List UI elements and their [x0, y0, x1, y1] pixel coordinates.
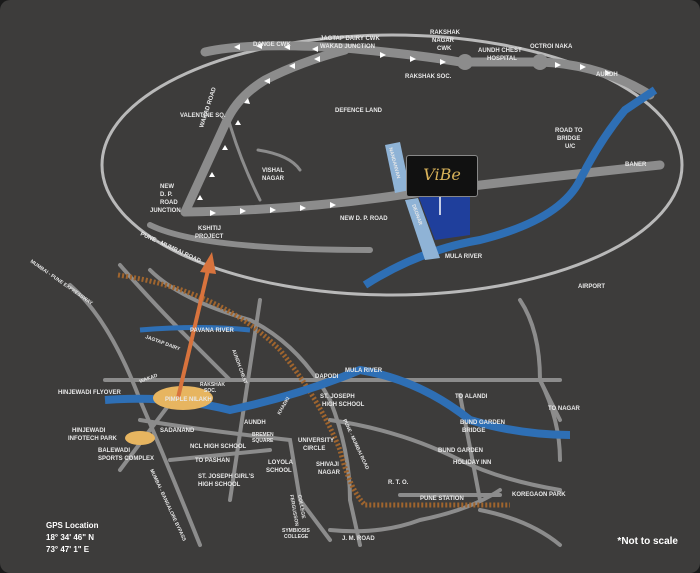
label-dapodi: DAPODI: [315, 374, 339, 380]
label-to-alandi: TO ALANDI: [455, 394, 488, 400]
label-jagtap-dairy2: JAGTAP DAIRY: [144, 334, 181, 352]
mula-river-upper: [362, 86, 658, 289]
label-valentine-sq: VALENTINE SQ.: [180, 113, 226, 119]
label-bund-garden2: BUND GARDEN: [438, 448, 483, 454]
label-baner: BANER: [625, 162, 647, 168]
label-dp: D. P.: [160, 192, 173, 198]
gps-lon: 73° 47' 1" E: [46, 545, 90, 554]
label-loyola: LOYOLA: [268, 460, 294, 466]
label-expressway: MUMBAI - PUNE EXPRESSWAY: [29, 259, 94, 307]
label-soc: SOC.: [204, 388, 217, 394]
balewadi-area: [125, 431, 155, 445]
label-koregaon-park: KOREGAON PARK: [512, 492, 566, 498]
label-bypass: MUMBAI - BANGALORE BYPASS: [148, 468, 187, 543]
gps-location: GPS Location 18° 34' 46" N 73° 47' 1" E: [46, 520, 98, 556]
roundabout: [457, 54, 473, 70]
label-hospital: HOSPITAL: [487, 56, 517, 62]
zoom-ellipse: [100, 33, 684, 297]
label-bridge: BRIDGE: [557, 136, 580, 142]
label-rakshak: RAKSHAK: [430, 30, 461, 36]
label-mula-river2: MULA RIVER: [345, 368, 383, 374]
label-kshitij: KSHITIJ: [198, 226, 221, 232]
label-bund-garden: BUND GARDEN: [460, 420, 505, 426]
label-defence-land: DEFENCE LAND: [335, 108, 383, 114]
label-to-nagar: TO NAGAR: [548, 406, 581, 412]
label-bridge2: BRIDGE: [462, 428, 485, 434]
label-mula-river: MULA RIVER: [445, 254, 483, 260]
label-aundh-chest: AUNDH CHEST: [478, 48, 522, 54]
label-rto: R. T. O.: [388, 480, 409, 486]
label-st-joseph: ST. JOSEPH: [320, 394, 355, 400]
location-arrow: [176, 269, 210, 399]
label-dange-cwk: DANGE CWK: [253, 42, 291, 48]
label-shivaji: SHIVAJI: [316, 462, 339, 468]
label-road: ROAD: [160, 200, 178, 206]
label-college: COLLEGE: [284, 534, 309, 540]
zoom-roads: [147, 41, 665, 253]
label-infotech-park: INFOTECH PARK: [68, 436, 118, 442]
vibe-logo-text: ViBe: [423, 165, 461, 184]
label-airport: AIRPORT: [578, 284, 605, 290]
label-square: SQUARE: [252, 438, 274, 444]
label-project: PROJECT: [195, 234, 224, 240]
label-new-dp-road: NEW D. P. ROAD: [340, 216, 388, 222]
label-ncl-school: NCL HIGH SCHOOL: [190, 444, 247, 450]
gps-title: GPS Location: [46, 521, 99, 530]
label-high-school: HIGH SCHOOL: [322, 402, 365, 408]
label-pune-station: PUNE STATION: [420, 496, 464, 502]
pavana-river: [139, 325, 251, 333]
label-cwk: CWK: [437, 46, 452, 52]
label-octroi-naka: OCTROI NAKA: [530, 44, 573, 50]
label-pimple-nilakh: PIMPLE NILAKH: [165, 397, 212, 403]
label-nagar: NAGAR: [432, 38, 455, 44]
label-nagar2: NAGAR: [262, 176, 285, 182]
label-jm-road: J. M. ROAD: [342, 536, 375, 542]
label-uc: U/C: [565, 144, 576, 150]
label-rakshak-soc: RAKSHAK SOC.: [405, 74, 452, 80]
label-new: NEW: [160, 184, 174, 190]
label-pavana-river: PAVANA RIVER: [190, 328, 234, 334]
label-wakad-junction: WAKAD JUNCTION: [320, 44, 375, 50]
label-wakad-road: WAKAD ROAD: [199, 86, 218, 128]
label-college2: COLLEGE: [296, 494, 306, 519]
dp-road-block: [405, 198, 440, 260]
label-road-to: ROAD TO: [555, 128, 583, 134]
label-circle: CIRCLE: [303, 446, 325, 452]
label-hinjewadi: HINJEWADI: [72, 428, 106, 434]
pimple-nilakh-area: [153, 386, 213, 410]
label-junction: JUNCTION: [150, 208, 181, 214]
label-rakshak-soc2: RAKSHAK: [200, 382, 225, 388]
railway-line: [117, 272, 510, 508]
label-holiday-inn: HOLIDAY INN: [453, 460, 491, 466]
not-to-scale-note: *Not to scale: [617, 536, 678, 547]
label-st-joseph-girls: ST. JOSEPH GIRL'S: [198, 474, 254, 480]
project-site: [418, 195, 470, 240]
label-wakad2: WAKAD: [139, 373, 159, 385]
roundabout: [532, 54, 548, 70]
label-fergusson: FERGUSSON: [288, 494, 299, 527]
label-sadanand: SADANAND: [160, 428, 195, 434]
label-aundh2: AUNDH: [244, 420, 266, 426]
label-school: SCHOOL: [266, 468, 292, 474]
label-vishal: VISHAL: [262, 168, 284, 174]
label-high-school2: HIGH SCHOOL: [198, 482, 241, 488]
label-university: UNIVERSITY: [298, 438, 334, 444]
traffic-arrows: [197, 43, 611, 216]
label-jagtap-dairy: JAGTAP DAIRY CWK: [320, 36, 380, 42]
arrow-head: [200, 252, 216, 274]
label-to-pashan: TO PASHAN: [195, 458, 230, 464]
label-balewadi: BALEWADI: [98, 448, 130, 454]
label-bremen: BREMEN: [252, 432, 274, 438]
label-hinjewadi-flyover: HINJEWADI FLYOVER: [58, 390, 121, 396]
nandanvan-block: [385, 142, 410, 193]
label-aundh: AUNDH: [596, 72, 618, 78]
label-symbiosis: SYMBIOSIS: [282, 528, 310, 534]
label-sports-complex: SPORTS COMPLEX: [98, 456, 154, 462]
label-nagar3: NAGAR: [318, 470, 341, 476]
gps-lat: 18° 34' 46" N: [46, 533, 95, 542]
vibe-logo-signboard: ViBe: [406, 155, 478, 197]
